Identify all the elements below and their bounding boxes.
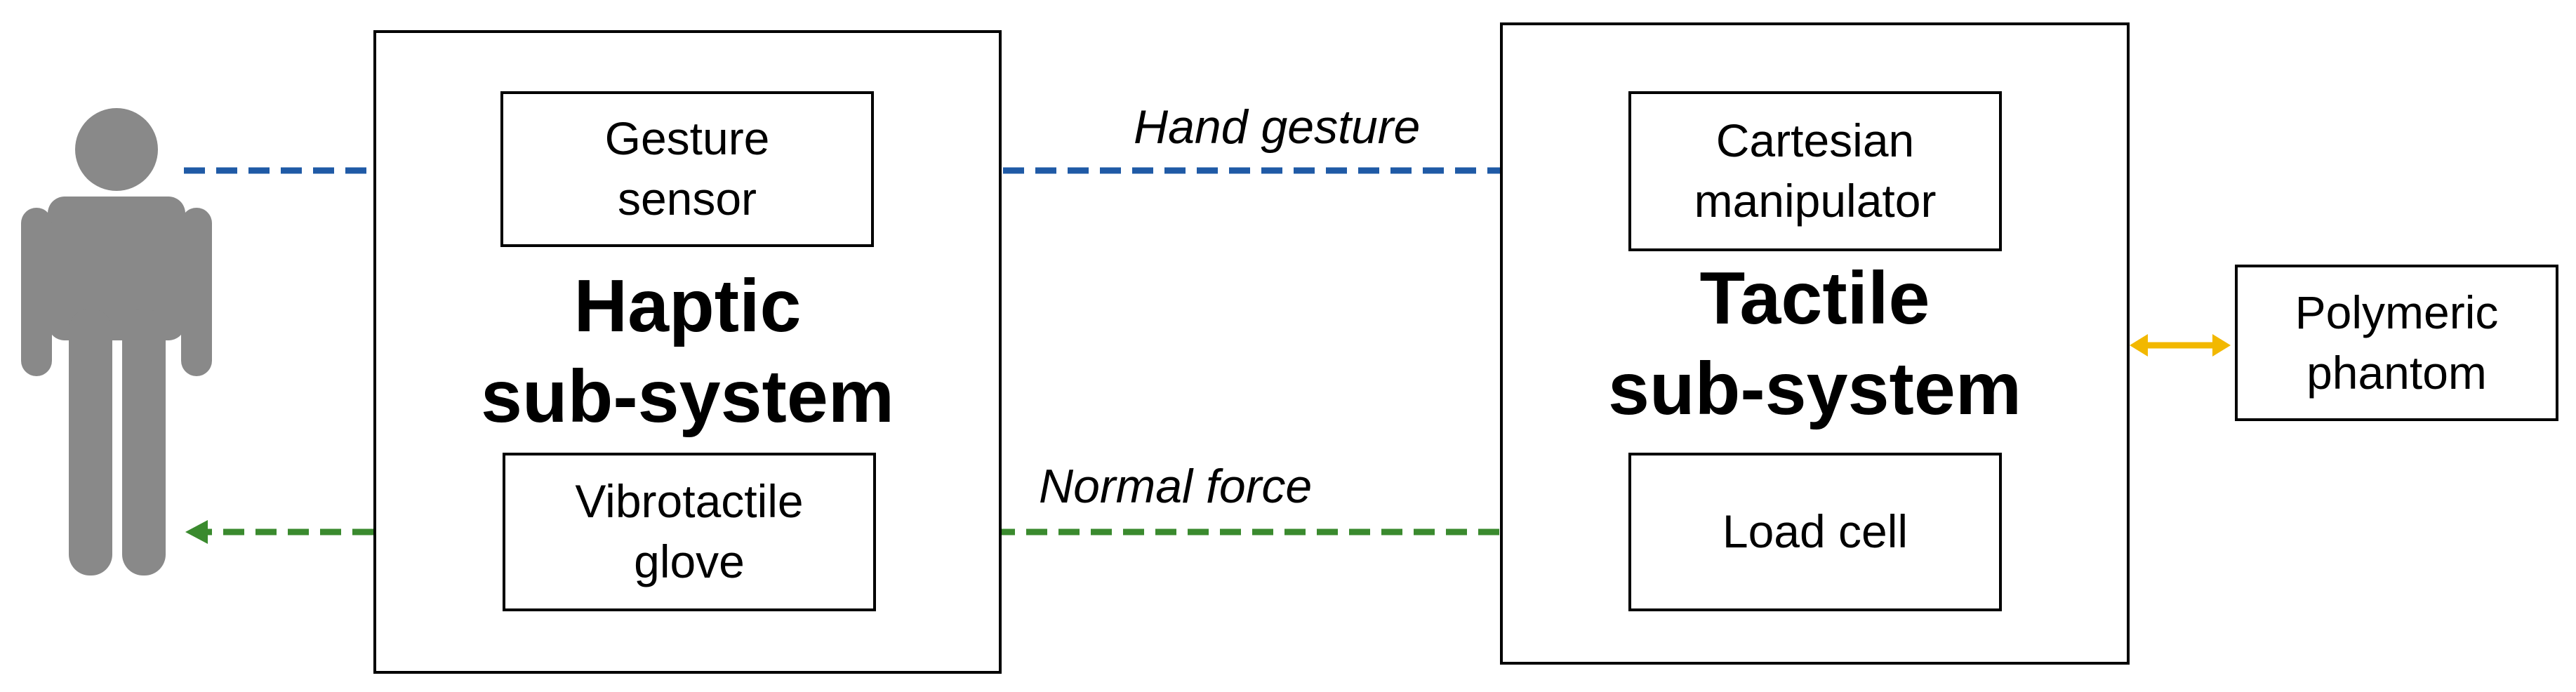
cartesian-manipulator-label-line2: manipulator bbox=[1694, 175, 1937, 227]
cartesian-manipulator-box: Cartesian manipulator bbox=[1628, 91, 2002, 251]
gesture-sensor-box: Gesture sensor bbox=[500, 91, 874, 247]
polymeric-phantom-label-line2: phantom bbox=[2306, 346, 2487, 399]
polymeric-phantom-label-line1: Polymeric bbox=[2295, 286, 2499, 338]
load-cell-label: Load cell bbox=[1722, 505, 1908, 558]
vibrotactile-glove-label-line2: glove bbox=[634, 535, 745, 587]
phantom-contact-arrowhead-right bbox=[2212, 334, 2231, 357]
cartesian-manipulator-label-line1: Cartesian bbox=[1715, 114, 1915, 167]
hand-gesture-label: Hand gesture bbox=[1134, 100, 1421, 154]
tactile-subsystem-title: Tactile sub-system bbox=[1607, 257, 2022, 431]
polymeric-phantom-box: Polymeric phantom bbox=[2235, 265, 2558, 421]
vibrotactile-glove-label-line1: Vibrotactile bbox=[575, 475, 804, 528]
load-cell-box: Load cell bbox=[1628, 453, 2002, 611]
gesture-sensor-label-line1: Gesture bbox=[604, 112, 770, 165]
vibrotactile-glove-box: Vibrotactile glove bbox=[503, 453, 876, 611]
phantom-contact-arrowhead-left bbox=[2130, 334, 2148, 357]
haptic-subsystem-title: Haptic sub-system bbox=[480, 265, 895, 439]
glove-to-human-arrowhead bbox=[185, 520, 208, 544]
person-icon bbox=[21, 108, 212, 575]
normal-force-label: Normal force bbox=[1039, 460, 1313, 513]
gesture-sensor-label-line2: sensor bbox=[617, 173, 757, 225]
